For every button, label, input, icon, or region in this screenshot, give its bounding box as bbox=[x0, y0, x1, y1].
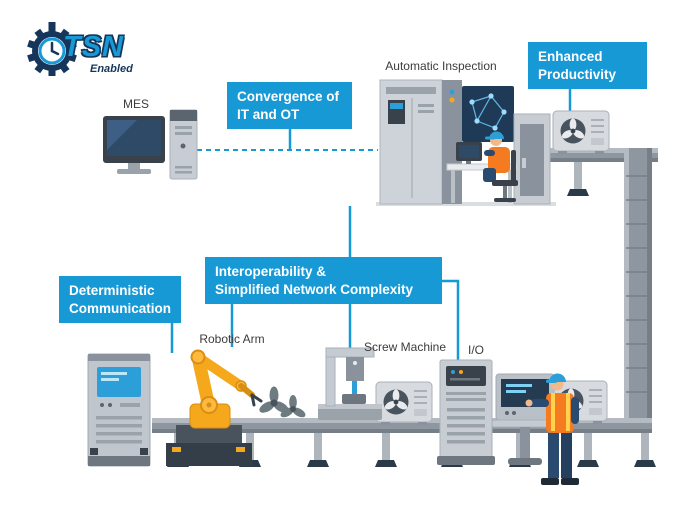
network-connector-lines bbox=[170, 89, 572, 361]
callout-deterministic-line1: Deterministic bbox=[69, 283, 155, 298]
control-cabinet bbox=[87, 353, 151, 467]
robotic-arm bbox=[166, 349, 263, 466]
callout-interoperability: Interoperability & Simplified Network Co… bbox=[205, 257, 442, 305]
automatic-inspection-machine bbox=[376, 79, 556, 206]
tsn-logo-subtitle: Enabled bbox=[90, 63, 133, 75]
label-automatic-inspection: Automatic Inspection bbox=[385, 59, 497, 73]
mes-computer bbox=[103, 109, 198, 180]
fan-blade-parts bbox=[257, 386, 308, 420]
callout-convergence: Convergence of IT and OT bbox=[227, 82, 352, 130]
standing-worker bbox=[525, 373, 579, 485]
tsn-logo-text: TSN bbox=[63, 31, 124, 63]
conveyor-top-right bbox=[540, 148, 658, 430]
screw-machine bbox=[318, 347, 382, 420]
network-screen bbox=[462, 86, 514, 142]
label-robotic-arm: Robotic Arm bbox=[199, 332, 265, 346]
seated-operator bbox=[483, 131, 518, 202]
callout-convergence-line1: Convergence of bbox=[237, 89, 340, 104]
callout-enhanced-line1: Enhanced bbox=[538, 49, 603, 64]
ac-unit-top bbox=[552, 110, 610, 155]
io-cabinet bbox=[437, 359, 495, 465]
label-mes: MES bbox=[122, 97, 149, 111]
callout-interoperability-line2: Simplified Network Complexity bbox=[215, 281, 414, 297]
callout-interoperability-line1: Interoperability & bbox=[215, 264, 327, 279]
callout-convergence-line2: IT and OT bbox=[237, 106, 300, 122]
ac-unit-middle bbox=[375, 381, 433, 426]
tsn-gear-clock-icon bbox=[27, 22, 77, 76]
label-screw-machine: Screw Machine bbox=[363, 340, 447, 354]
callout-enhanced-productivity: Enhanced Productivity bbox=[528, 42, 647, 90]
callout-enhanced-line2: Productivity bbox=[538, 66, 617, 82]
label-io: I/O bbox=[467, 343, 484, 357]
callout-deterministic-line2: Communication bbox=[69, 300, 172, 316]
callout-deterministic: Deterministic Communication bbox=[59, 276, 181, 324]
